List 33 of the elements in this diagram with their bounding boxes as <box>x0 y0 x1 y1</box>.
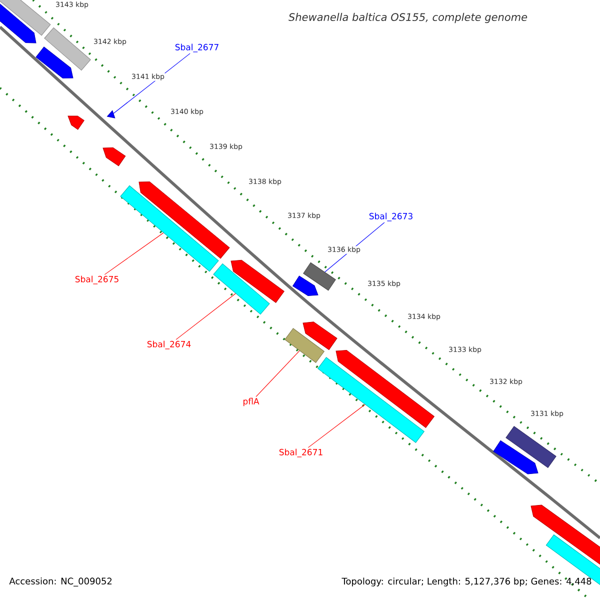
gene-feature <box>318 357 424 443</box>
leader-line <box>113 53 190 114</box>
gene-label: Sbal_2673 <box>369 212 412 222</box>
gene-feature <box>302 322 338 350</box>
info-text: Accession: NC_009052 <box>9 578 112 586</box>
gene-feature <box>303 262 336 291</box>
gene-feature <box>44 27 91 71</box>
gene-feature <box>292 276 318 296</box>
gene-feature <box>493 440 538 474</box>
gene-label: Sbal_2674 <box>147 340 191 350</box>
gene-feature <box>230 260 284 303</box>
gene-feature <box>530 504 600 566</box>
gene-feature <box>102 147 126 166</box>
gene-feature <box>138 181 230 259</box>
info-text: Topology: circular; Length: 5,127,376 bp; Genes: 4,448 <box>342 578 592 586</box>
gene-feature <box>36 46 74 78</box>
gene-feature <box>0 0 51 36</box>
leader-line <box>104 232 164 275</box>
leader-line <box>176 293 236 340</box>
gene-label: Sbal_2677 <box>175 44 218 52</box>
gene-label: pflA <box>244 398 260 406</box>
gene-feature <box>68 116 84 130</box>
gene-feature <box>213 263 270 315</box>
gene-feature <box>120 185 219 272</box>
gene-label: Sbal_2675 <box>75 276 118 284</box>
gene-feature <box>336 350 434 428</box>
gene-feature <box>506 426 556 468</box>
leader-line <box>308 404 366 448</box>
gene-feature <box>284 328 324 363</box>
title: Shewanella baltica OS155, complete genome <box>288 12 528 24</box>
gene-label: Sbal_2671 <box>279 448 322 458</box>
gene-feature <box>106 110 116 118</box>
leader-line <box>256 350 300 397</box>
